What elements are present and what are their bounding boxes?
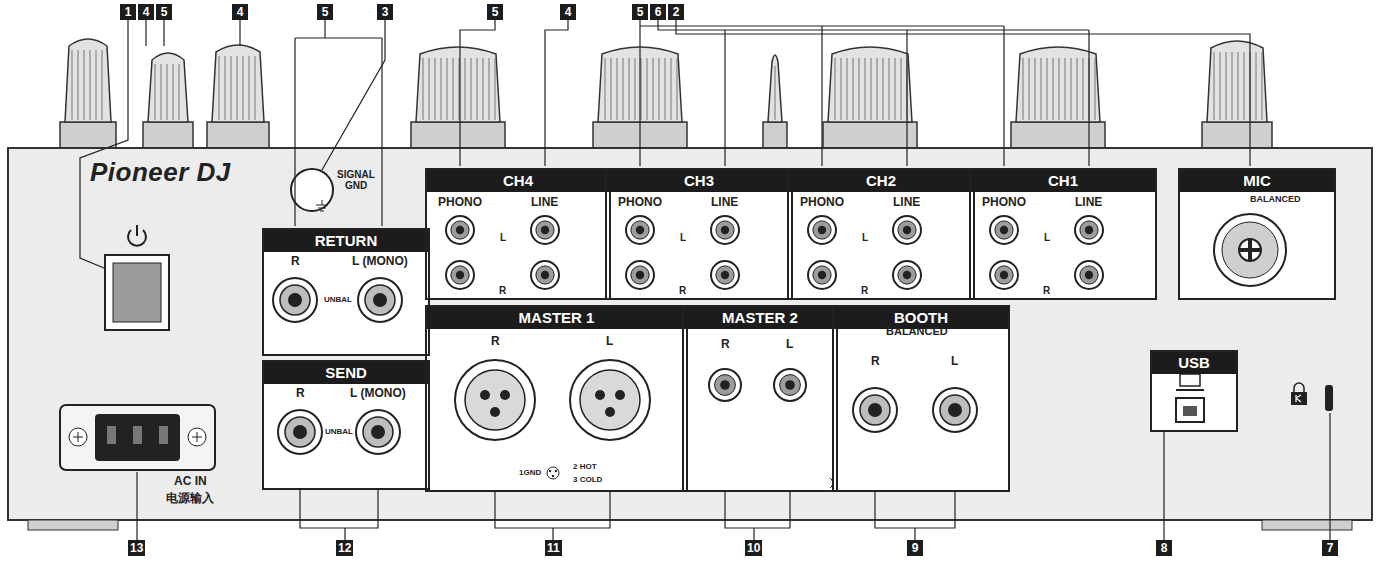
section-header: CH1 [971,170,1155,192]
port-label: PHONO [982,196,1026,209]
port-label: R [491,335,500,348]
section-header: USB [1152,352,1236,374]
port-label: R [296,387,305,400]
port-label: UNBAL [325,428,353,437]
port-label: R [499,285,506,296]
callout-number: 4 [232,4,248,20]
jack-panel: MIC [1178,168,1336,300]
jack-panel: CH4 [425,168,611,300]
port-label: L [786,338,793,351]
callout-number: 8 [1156,540,1172,556]
port-label: R [721,338,730,351]
callout-number: 5 [317,4,333,20]
port-label: L [500,232,506,243]
section-header: CH4 [427,170,609,192]
callout-number: 2 [668,4,684,20]
port-label: L (MONO) [352,255,408,268]
port-label: L [680,232,686,243]
port-label: L (MONO) [350,387,406,400]
port-label: LINE [893,196,920,209]
port-label: BALANCED [1250,195,1301,205]
callout-number: 12 [336,540,353,556]
section-header: RETURN [264,230,428,252]
jack-panel: MASTER 1 [425,305,688,492]
port-label: LINE [1075,196,1102,209]
jack-panel: CH2 [787,168,975,300]
port-label: R [861,285,868,296]
port-label: L [951,355,958,368]
port-label: L [606,335,613,348]
jack-panel: SEND [262,360,430,490]
callout-number: 5 [632,4,648,20]
port-label: R [679,285,686,296]
callout-number: 13 [128,540,145,556]
port-label: LINE [531,196,558,209]
callout-number: 5 [156,4,172,20]
callout-number: 11 [545,540,562,556]
callout-number: 6 [650,4,666,20]
callout-number: 1 [120,4,136,20]
brand-logo: Pioneer DJ [90,158,231,187]
port-label: BALANCED [886,325,948,337]
port-label: LINE [711,196,738,209]
port-label: 电源输入 [166,492,214,505]
callout-number: 5 [487,4,503,20]
port-label: AC IN [174,475,207,488]
port-label: 1GND [519,469,541,478]
port-label: PHONO [618,196,662,209]
section-header: MIC [1180,170,1334,192]
port-label: PHONO [438,196,482,209]
port-label: PHONO [800,196,844,209]
section-header: CH2 [789,170,973,192]
port-label: 3 COLD [573,476,602,485]
section-header: MASTER 1 [427,307,686,329]
callout-number: 4 [138,4,154,20]
callout-number: 4 [560,4,576,20]
callout-number: 10 [745,540,762,556]
port-label: R [1043,285,1050,296]
port-label: 2 HOT [573,463,597,472]
section-header: SEND [264,362,428,384]
jack-panel: MASTER 2 [682,305,838,492]
port-label: L [862,232,868,243]
callout-number: 9 [907,540,923,556]
callout-number: 7 [1322,540,1338,556]
section-header: CH3 [607,170,791,192]
jack-panel: RETURN [262,228,430,356]
callout-number: 3 [377,4,393,20]
port-label: SIGNAL GND [334,169,378,191]
section-header: MASTER 2 [684,307,836,329]
port-label: L [1044,232,1050,243]
jack-panel: CH3 [605,168,793,300]
jack-panel: USB [1150,350,1238,432]
jack-panel: CH1 [969,168,1157,300]
port-label: R [291,255,300,268]
port-label: UNBAL [324,296,352,305]
port-label: R [871,355,880,368]
